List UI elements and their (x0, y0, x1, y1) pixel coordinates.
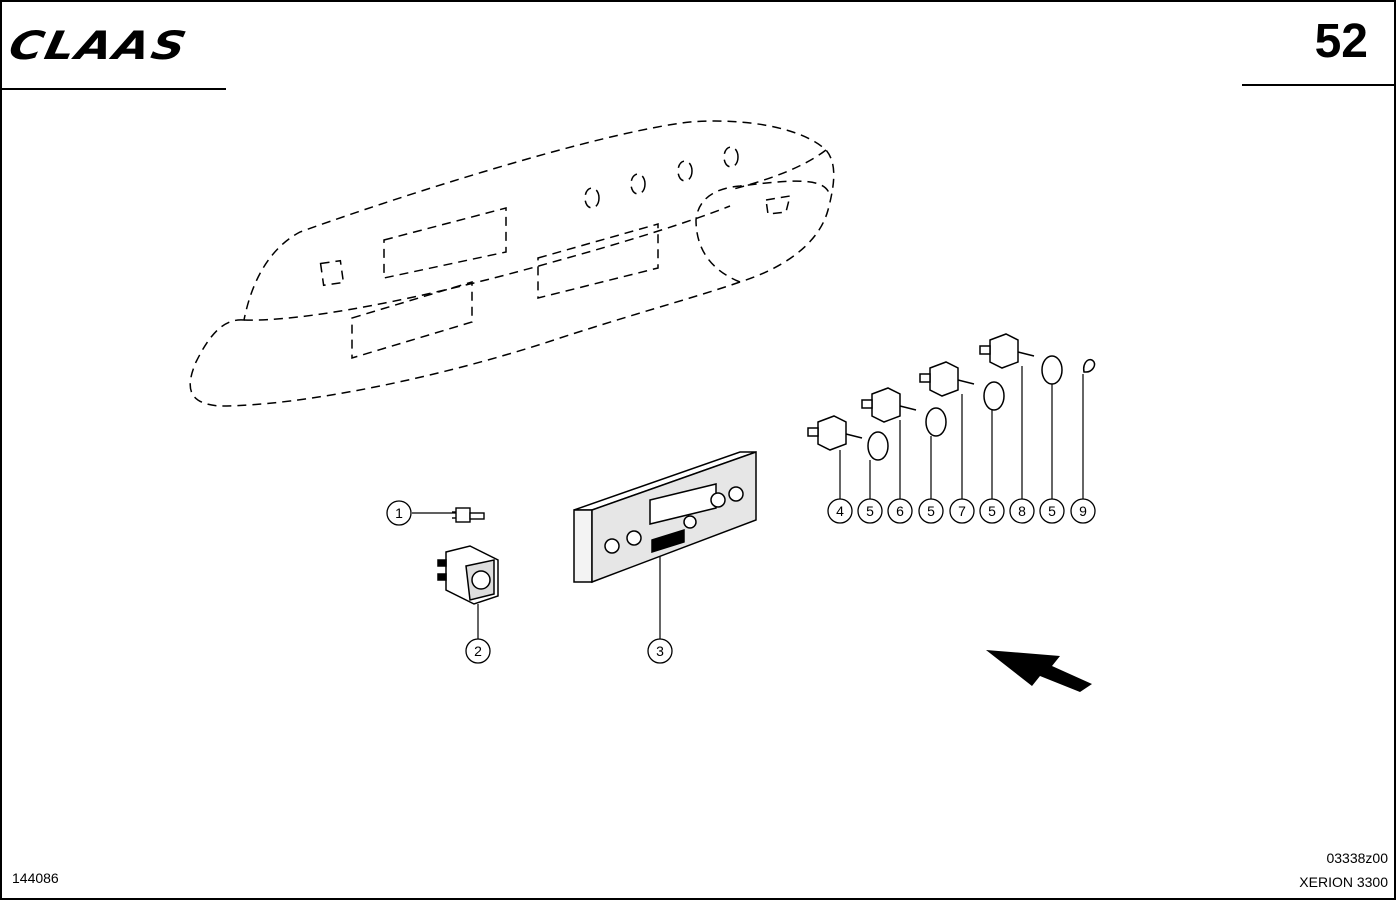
callout-2-label: 2 (474, 643, 482, 659)
page-number: 52 (1314, 15, 1368, 68)
callout-4-label: 4 (836, 503, 844, 519)
callout-4: 4 (827, 498, 853, 524)
callout-1-label: 1 (395, 505, 403, 521)
part-4-switch (807, 415, 863, 451)
switch-set (807, 333, 1096, 461)
part-8-switch (979, 333, 1035, 369)
callout-5c: 5 (979, 498, 1005, 524)
part-2-switch (437, 545, 499, 605)
callouts: 1 2 3 4 5 6 5 7 5 8 5 9 (386, 498, 1096, 664)
callout-5a: 5 (857, 498, 883, 524)
part-1-connector (452, 507, 485, 523)
part-5-knob-b (925, 407, 947, 437)
callout-5d-label: 5 (1048, 503, 1056, 519)
page-number-underline (1242, 84, 1394, 86)
callout-2: 2 (465, 638, 491, 664)
callout-9-label: 9 (1079, 503, 1087, 519)
callout-5b-label: 5 (927, 503, 935, 519)
drawing-code: 03338z00 (1326, 850, 1388, 866)
part-5-knob-c (983, 381, 1005, 411)
part-7-switch (919, 361, 975, 397)
callout-3: 3 (647, 638, 673, 664)
callout-6: 6 (887, 498, 913, 524)
model-name: XERION 3300 (1299, 874, 1388, 890)
callout-5a-label: 5 (866, 503, 874, 519)
part-6-switch (861, 387, 917, 423)
callout-7: 7 (949, 498, 975, 524)
callout-9: 9 (1070, 498, 1096, 524)
callout-1: 1 (386, 500, 412, 526)
part-9-clip (1082, 358, 1096, 373)
logo-underline (2, 88, 226, 90)
dashboard-outline (189, 120, 835, 407)
callout-7-label: 7 (958, 503, 966, 519)
callout-8: 8 (1009, 498, 1035, 524)
callout-5c-label: 5 (988, 503, 996, 519)
part-3-climate-panel (573, 450, 757, 584)
document-id: 144086 (12, 870, 59, 886)
leader-lines (412, 366, 1084, 640)
callout-5b: 5 (918, 498, 944, 524)
part-5-knob-d (1041, 355, 1063, 385)
part-5-knob-a (867, 431, 889, 461)
callout-6-label: 6 (896, 503, 904, 519)
callout-8-label: 8 (1018, 503, 1026, 519)
direction-arrow (986, 650, 1092, 692)
callout-5d: 5 (1039, 498, 1065, 524)
callout-3-label: 3 (656, 643, 664, 659)
